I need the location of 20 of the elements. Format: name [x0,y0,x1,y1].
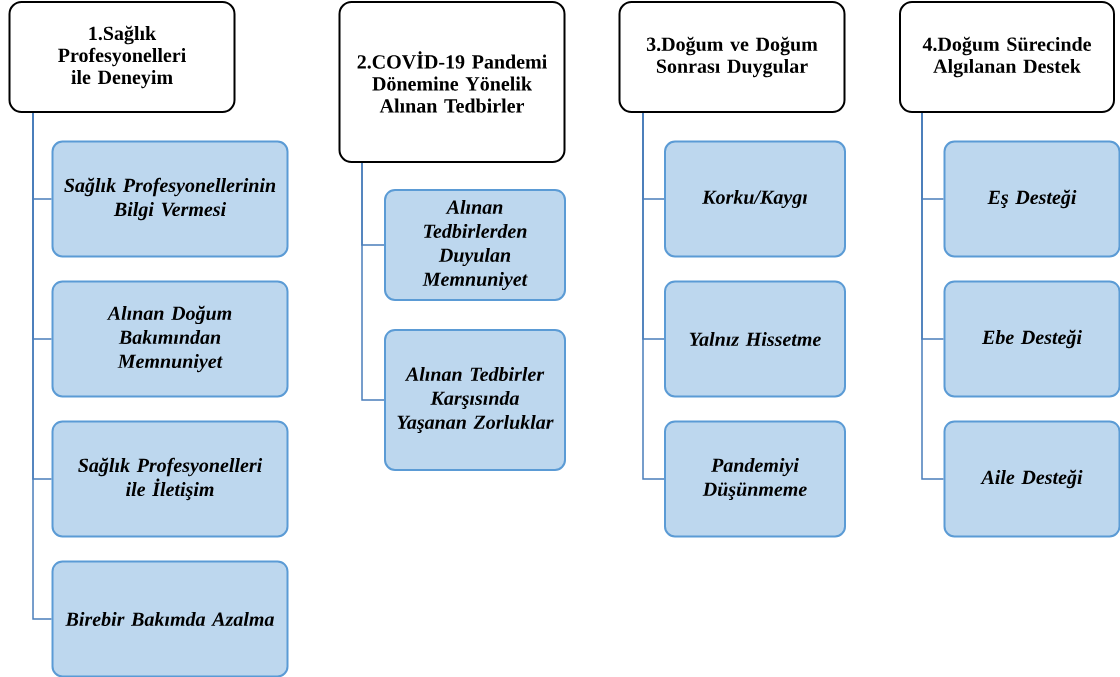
theme-box: Yalnız Hissetme [664,280,846,398]
theme-box: Sağlık Profesyonelleri ile İletişim [51,420,289,538]
category-box: 3.Doğum ve Doğum Sonrası Duygular [618,1,846,113]
theme-box: Alınan Tedbirler Karşısında Yaşanan Zorluklar [384,329,566,471]
theme-box: Sağlık Profesyonellerinin Bilgi Vermesi [51,140,289,258]
theme-box: Korku/Kaygı [664,140,846,258]
theme-box: Ebe Desteği [943,280,1120,398]
connector-line [921,112,945,480]
connector-line [642,112,665,480]
category-box: 4.Doğum Sürecinde Algılanan Destek [899,1,1115,113]
connector-line [32,112,53,620]
category-box: 2.COVİD-19 Pandemi Dönemine Yönelik Alınan Tedbirler [338,1,566,163]
theme-box: Alınan Doğum Bakımından Memnuniyet [51,280,289,398]
theme-box: Eş Desteği [943,140,1120,258]
category-box: 1.Sağlık Profesyonelleri ile Deneyim [8,1,236,113]
theme-box: Birebir Bakımda Azalma [51,560,289,677]
theme-box: Alınan Tedbirlerden Duyulan Memnuniyet [384,189,566,301]
theme-box: Pandemiyi Düşünmeme [664,420,846,538]
connector-line [361,162,385,401]
theme-box: Aile Desteği [943,420,1120,538]
